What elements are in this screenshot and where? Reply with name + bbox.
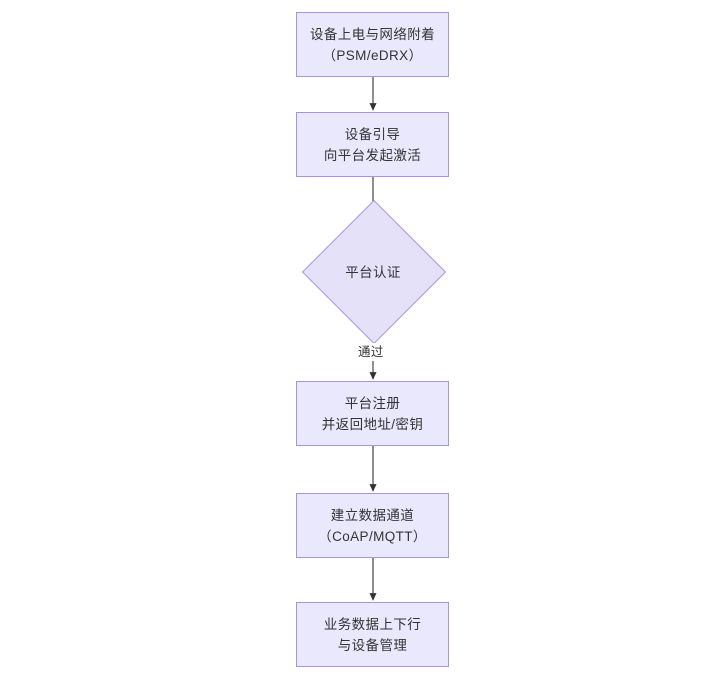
- node-label: 建立数据通道 （CoAP/MQTT）: [318, 507, 427, 544]
- node-business-data-and-device-management[interactable]: 业务数据上下行 与设备管理: [296, 602, 449, 667]
- node-device-power-on[interactable]: 设备上电与网络附着 （PSM/eDRX）: [296, 12, 449, 77]
- node-label: 设备引导 向平台发起激活: [323, 126, 422, 163]
- node-platform-auth[interactable]: 平台认证: [301, 199, 447, 345]
- node-platform-register[interactable]: 平台注册 并返回地址/密钥: [296, 381, 449, 446]
- node-device-bootstrap[interactable]: 设备引导 向平台发起激活: [296, 112, 449, 177]
- node-label: 设备上电与网络附着 （PSM/eDRX）: [309, 26, 436, 63]
- node-label: 平台注册 并返回地址/密钥: [321, 395, 424, 432]
- node-label: 平台认证: [345, 265, 401, 280]
- node-establish-data-channel[interactable]: 建立数据通道 （CoAP/MQTT）: [296, 493, 449, 558]
- node-label: 业务数据上下行 与设备管理: [323, 616, 422, 653]
- edge-label-pass: 通过: [356, 343, 386, 361]
